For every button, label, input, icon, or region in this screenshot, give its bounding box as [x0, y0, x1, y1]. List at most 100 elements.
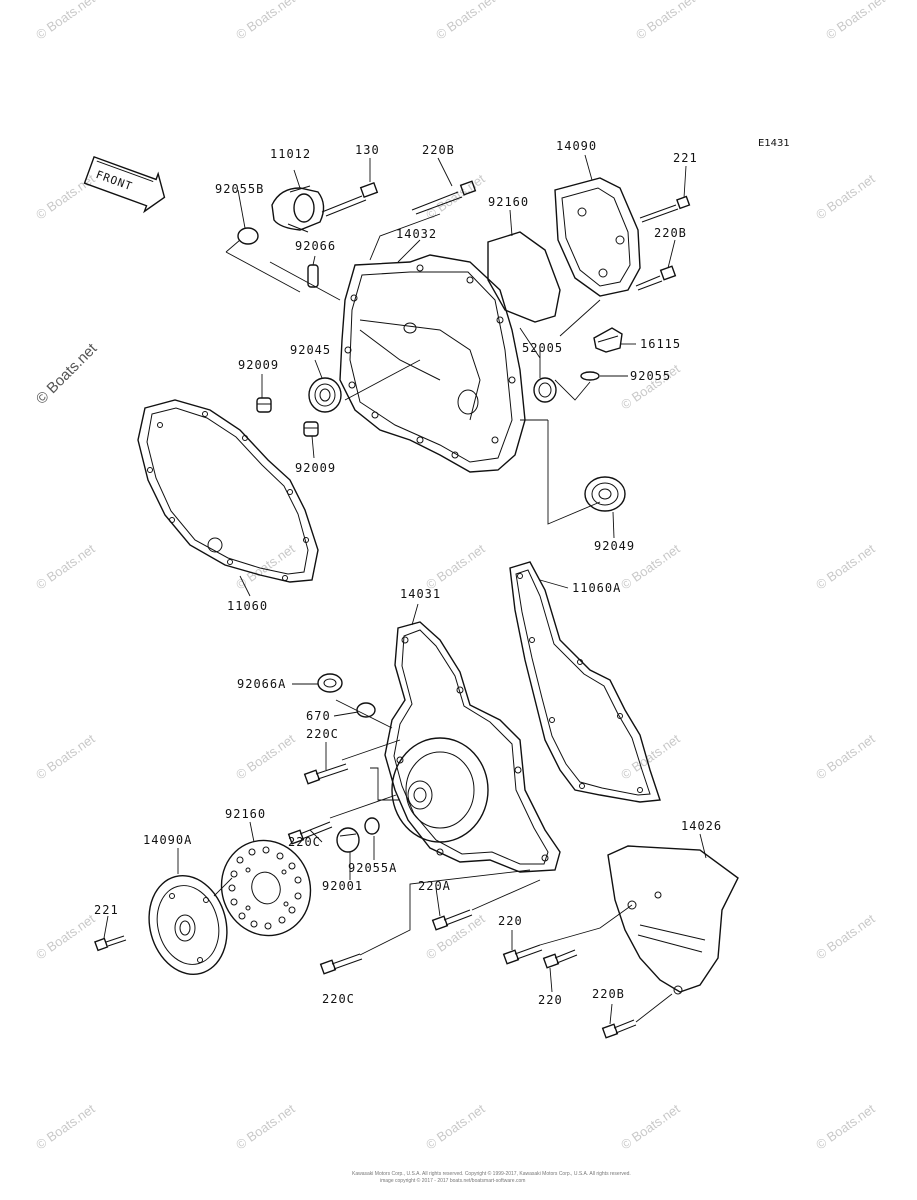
label-221-lower: 221: [94, 903, 119, 917]
label-16115: 16115: [640, 337, 681, 351]
watermark: © Boats.net: [423, 541, 488, 593]
part-221-lower: [94, 935, 127, 952]
part-92160-lower: [220, 839, 312, 937]
part-220C-b: [287, 821, 333, 845]
part-220A: [431, 909, 473, 931]
label-220-b: 220: [538, 993, 563, 1007]
label-220B-lower: 220B: [592, 987, 625, 1001]
label-130: 130: [355, 143, 380, 157]
label-52005: 52005: [522, 341, 563, 355]
part-92055: [580, 371, 600, 381]
part-11060A: [509, 561, 661, 803]
label-220C-a: 220C: [306, 727, 339, 741]
part-220C-c: [319, 953, 363, 975]
watermark: © Boats.net: [233, 0, 298, 42]
label-92049: 92049: [594, 539, 635, 553]
watermark: © Boats.net: [33, 0, 98, 42]
part-14090A: [148, 875, 228, 975]
label-14031: 14031: [400, 587, 441, 601]
label-92055B: 92055B: [215, 182, 264, 196]
part-92066A: [317, 673, 343, 693]
label-670: 670: [306, 709, 331, 723]
part-220B-lower: [601, 1019, 637, 1039]
watermark: © Boats.net: [423, 911, 488, 963]
part-220B-top: [411, 180, 477, 215]
part-92049: [584, 476, 626, 512]
label-92160-lower: 92160: [225, 807, 266, 821]
part-92055A: [364, 817, 380, 835]
watermark: © Boats.net: [233, 1101, 298, 1153]
part-92045: [308, 377, 342, 413]
part-220B-right: [635, 265, 677, 291]
watermark: © Boats.net: [33, 171, 98, 223]
label-220C-b: 220C: [288, 835, 321, 849]
part-220-a: [502, 944, 543, 965]
label-14032: 14032: [396, 227, 437, 241]
part-14090: [554, 177, 641, 297]
watermark: © Boats.net: [813, 541, 878, 593]
watermark: © Boats.net: [813, 171, 878, 223]
watermark-layer: © Boats.net © Boats.net © Boats.net © Bo…: [33, 0, 888, 1152]
watermark: © Boats.net: [423, 171, 488, 223]
part-14032: [339, 254, 526, 473]
label-220C-c: 220C: [322, 992, 355, 1006]
label-92160: 92160: [488, 195, 529, 209]
part-130: [321, 182, 379, 217]
watermark: © Boats.net: [813, 911, 878, 963]
label-221: 221: [673, 151, 698, 165]
watermark: © Boats.net: [633, 0, 698, 42]
footer-copyright: Kawasaki Motors Corp., U.S.A. All rights…: [352, 1170, 631, 1177]
watermark: © Boats.net: [423, 1101, 488, 1153]
label-92045: 92045: [290, 343, 331, 357]
watermark: © Boats.net: [233, 731, 298, 783]
label-92055A: 92055A: [348, 861, 397, 875]
watermark: © Boats.net: [33, 731, 98, 783]
watermark: © Boats.net: [813, 1101, 878, 1153]
part-92009-lower: [303, 421, 319, 437]
diagram-code: E1431: [758, 138, 790, 149]
label-11012: 11012: [270, 147, 311, 161]
part-92009-upper: [256, 397, 272, 413]
label-92066: 92066: [295, 239, 336, 253]
label-92009-lower: 92009: [295, 461, 336, 475]
part-14026: [607, 845, 739, 995]
part-11060: [137, 399, 319, 583]
part-92001: [336, 827, 360, 853]
label-14026: 14026: [681, 819, 722, 833]
part-220C-a: [303, 763, 349, 785]
part-14031: [384, 621, 561, 873]
footer-image-copyright: image copyright © 2017 - 2017 boats.net/…: [380, 1177, 525, 1184]
label-11060: 11060: [227, 599, 268, 613]
label-11060A: 11060A: [572, 581, 621, 595]
label-14090A: 14090A: [143, 833, 192, 847]
label-14090: 14090: [556, 139, 597, 153]
watermark: © Boats.net: [618, 731, 683, 783]
label-92009-upper: 92009: [238, 358, 279, 372]
part-11012: [271, 185, 325, 233]
part-16115: [593, 327, 623, 353]
part-labels: 11012 130 220B 14090 221 92055B 92160 92…: [94, 139, 722, 1007]
label-92001: 92001: [322, 879, 363, 893]
label-92055: 92055: [630, 369, 671, 383]
watermark: © Boats.net: [33, 1101, 98, 1153]
label-220A: 220A: [418, 879, 451, 893]
part-92160-upper: [487, 231, 561, 323]
watermark: © Boats.net: [823, 0, 888, 42]
watermark: © Boats.net: [433, 0, 498, 42]
part-221-top: [639, 195, 691, 223]
upper-leader-lines: [225, 154, 687, 597]
watermark: © Boats.net: [33, 541, 98, 593]
label-92066A: 92066A: [237, 677, 286, 691]
watermark: © Boats.net: [33, 911, 98, 963]
part-52005: [533, 377, 557, 403]
part-220-b: [542, 949, 578, 969]
label-220B-right: 220B: [654, 226, 687, 240]
watermark: © Boats.net: [233, 541, 298, 593]
part-92055B: [237, 227, 259, 245]
label-220-a: 220: [498, 914, 523, 928]
label-220B: 220B: [422, 143, 455, 157]
lower-leader-lines: [103, 579, 707, 1025]
side-watermark: © Boats.net: [33, 340, 101, 408]
